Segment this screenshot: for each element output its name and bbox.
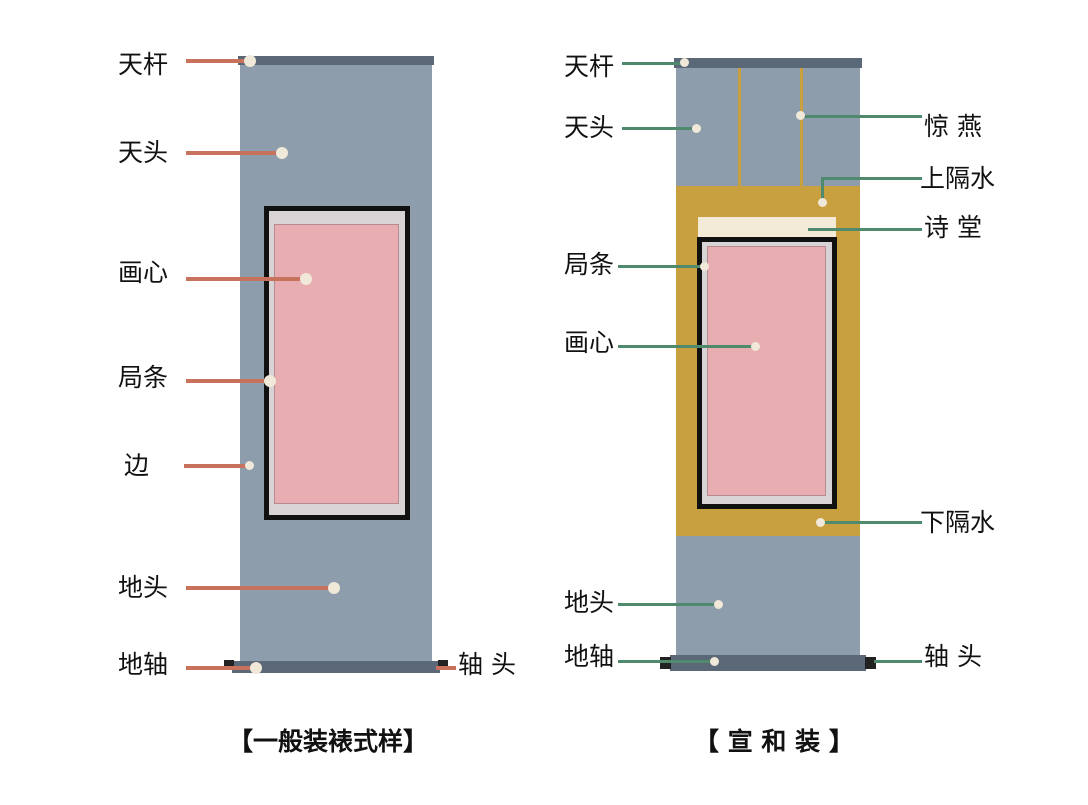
right-dot-xiageshui — [816, 518, 825, 527]
right-label-shitang: 诗 堂 — [924, 213, 982, 242]
right-dot-tiantou — [692, 124, 701, 133]
left-leader-jutiao — [186, 379, 270, 383]
right-caption: 【 宣 和 装 】 — [694, 727, 854, 756]
right-knob-right — [865, 657, 876, 669]
right-label-shanggeshui: 上隔水 — [920, 164, 996, 193]
left-label-zhoutou: 轴 头 — [458, 650, 516, 679]
left-label-ditou: 地头 — [118, 573, 169, 602]
right-dot-huaxin — [751, 342, 760, 351]
right-leader-ditou — [618, 603, 718, 606]
right-dot-shanggeshui — [818, 198, 827, 207]
left-dot-jutiao — [264, 375, 276, 387]
left-top-rod — [238, 56, 434, 65]
right-dot-ditou — [714, 600, 723, 609]
right-jingyan-strip-2 — [800, 68, 803, 186]
right-dot-dizhou — [710, 657, 719, 666]
right-painting — [707, 246, 826, 496]
right-label-tiangan: 天杆 — [564, 52, 615, 81]
right-label-tiantou: 天头 — [564, 113, 615, 142]
left-leader-dizhou — [186, 666, 256, 670]
left-label-jutiao: 局条 — [118, 363, 169, 392]
right-leader-shanggeshui-h — [822, 177, 922, 180]
right-leader-xiageshui — [820, 521, 922, 524]
right-leader-dizhou — [618, 660, 714, 663]
right-top-rod — [674, 58, 862, 68]
right-leader-shitang — [808, 228, 922, 231]
right-dot-jutiao — [700, 262, 709, 271]
left-knob-left — [224, 660, 234, 670]
left-leader-ditou — [186, 586, 334, 590]
right-leader-shanggeshui-v — [821, 177, 824, 203]
right-leader-zhoutou — [874, 660, 922, 663]
left-painting — [274, 224, 399, 504]
right-label-huaxin: 画心 — [564, 328, 615, 357]
left-label-dizhou: 地轴 — [118, 650, 169, 679]
right-label-jutiao: 局条 — [564, 250, 615, 279]
right-leader-jingyan — [800, 115, 922, 118]
left-knob-right — [438, 660, 448, 670]
left-leader-zhoutou — [436, 666, 456, 670]
left-leader-bian — [184, 464, 250, 468]
left-label-bian: 边 — [124, 451, 150, 480]
right-label-dizhou: 地轴 — [564, 642, 615, 671]
right-leader-huaxin — [618, 345, 756, 348]
left-dot-tiantou — [276, 147, 288, 159]
left-label-tiantou: 天头 — [118, 138, 169, 167]
left-leader-tiantou — [186, 151, 282, 155]
left-dot-dizhou — [250, 662, 262, 674]
left-bottom-rod — [232, 661, 440, 673]
right-dot-tiangan — [680, 58, 689, 67]
left-leader-huaxin — [186, 277, 306, 281]
right-leader-jutiao — [618, 265, 704, 268]
right-leader-tiangan — [622, 62, 684, 65]
left-leader-tiangan — [186, 59, 250, 63]
left-dot-bian — [245, 461, 254, 470]
left-caption: 【一般装裱式样】 — [228, 727, 429, 756]
right-label-zhoutou: 轴 头 — [924, 642, 982, 671]
right-knob-left — [660, 657, 671, 669]
right-label-ditou: 地头 — [564, 588, 615, 617]
left-label-tiangan: 天杆 — [118, 50, 169, 79]
right-jingyan-strip-1 — [738, 68, 741, 186]
right-shitang — [698, 217, 836, 237]
right-leader-tiantou — [622, 127, 698, 130]
right-label-xiageshui: 下隔水 — [920, 508, 996, 537]
left-dot-huaxin — [300, 273, 312, 285]
right-bottom-rod — [670, 655, 866, 671]
right-label-jingyan: 惊 燕 — [924, 112, 982, 141]
left-label-huaxin: 画心 — [118, 258, 169, 287]
left-dot-tiangan — [244, 55, 256, 67]
right-dot-jingyan — [796, 111, 805, 120]
left-dot-ditou — [328, 582, 340, 594]
